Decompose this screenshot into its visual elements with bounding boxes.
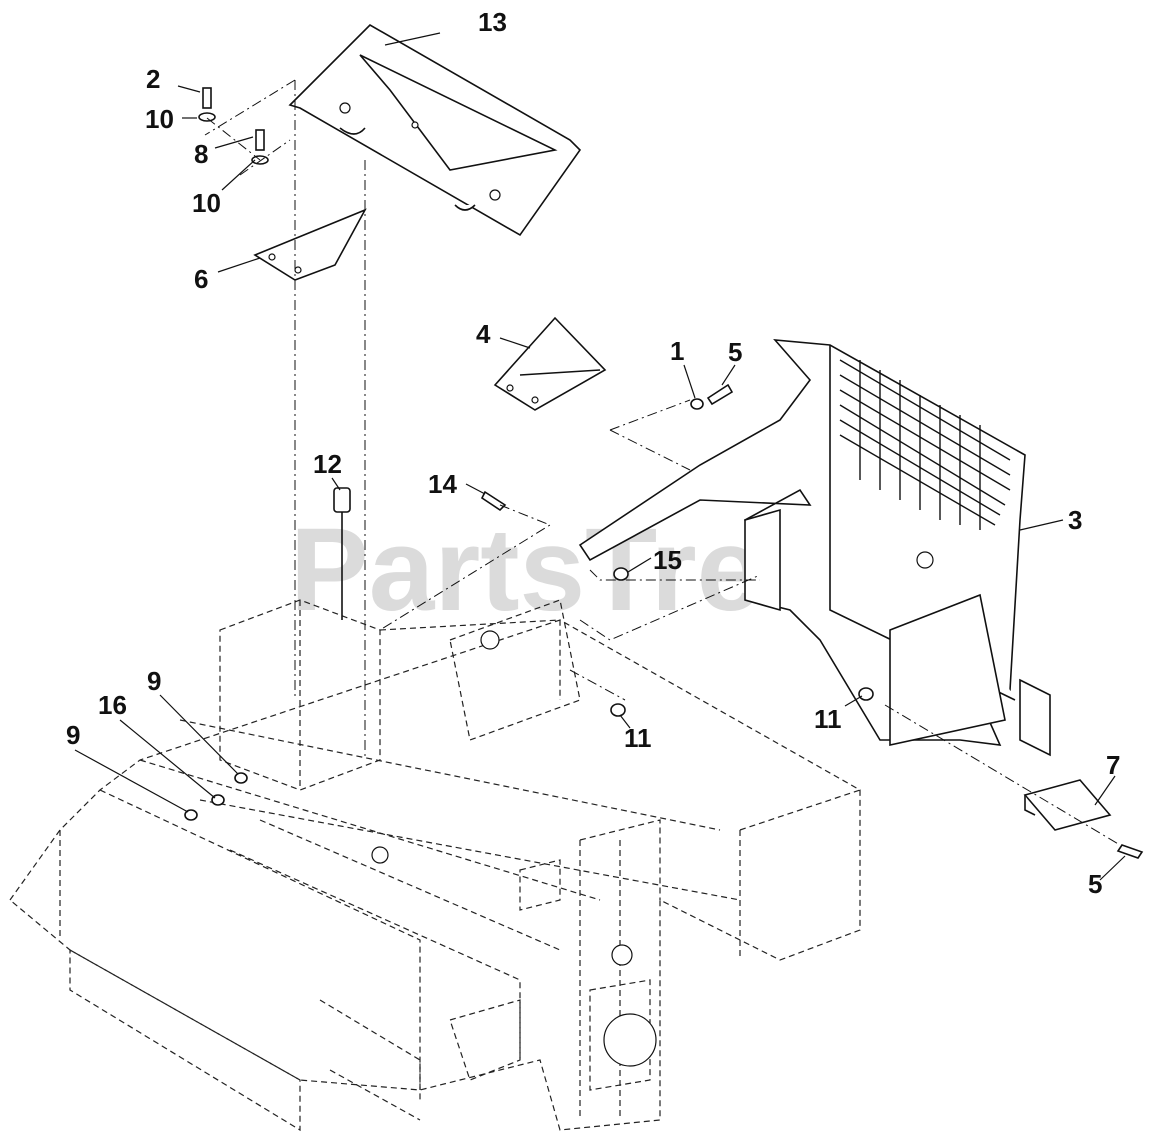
- callout-3: 3: [1068, 505, 1082, 535]
- callout-1: 1: [670, 336, 684, 366]
- callout-9-upper: 9: [147, 666, 161, 696]
- watermark-text: PartsTree: [290, 504, 828, 636]
- part-4-gusset: [493, 316, 607, 411]
- callout-8: 8: [194, 139, 208, 169]
- grille: [839, 359, 1011, 530]
- hardware: [184, 87, 1144, 859]
- part-7-plate: [1023, 779, 1112, 831]
- callout-7: 7: [1106, 750, 1120, 780]
- callout-9-lower: 9: [66, 720, 80, 750]
- callout-12: 12: [313, 449, 342, 479]
- callout-16: 16: [98, 690, 127, 720]
- callout-4: 4: [476, 319, 491, 349]
- callout-10-lower: 10: [192, 188, 221, 218]
- callout-14: 14: [428, 469, 457, 499]
- watermark: PartsTree ™: [290, 504, 852, 636]
- callout-2: 2: [146, 64, 160, 94]
- part-13-bracket: [288, 24, 582, 237]
- callout-11-right: 11: [814, 704, 842, 734]
- callout-5-upper: 5: [728, 337, 742, 367]
- callout-5-lower: 5: [1088, 869, 1102, 899]
- leader-lines: [74, 32, 1126, 881]
- callouts: 13 2 10 8 10 6 4 1 5 3 12 14 15 11 11 7 …: [66, 7, 1120, 899]
- callout-11-center: 11: [624, 723, 652, 753]
- part-3-rear-panel: [578, 339, 1051, 757]
- callout-6: 6: [194, 264, 208, 294]
- callout-15: 15: [653, 545, 682, 575]
- chassis-frame: [9, 599, 861, 1132]
- part-6-gusset: [253, 208, 367, 281]
- callout-10-upper: 10: [145, 104, 174, 134]
- callout-13: 13: [478, 7, 507, 37]
- assembly-guide-lines: [204, 79, 1121, 846]
